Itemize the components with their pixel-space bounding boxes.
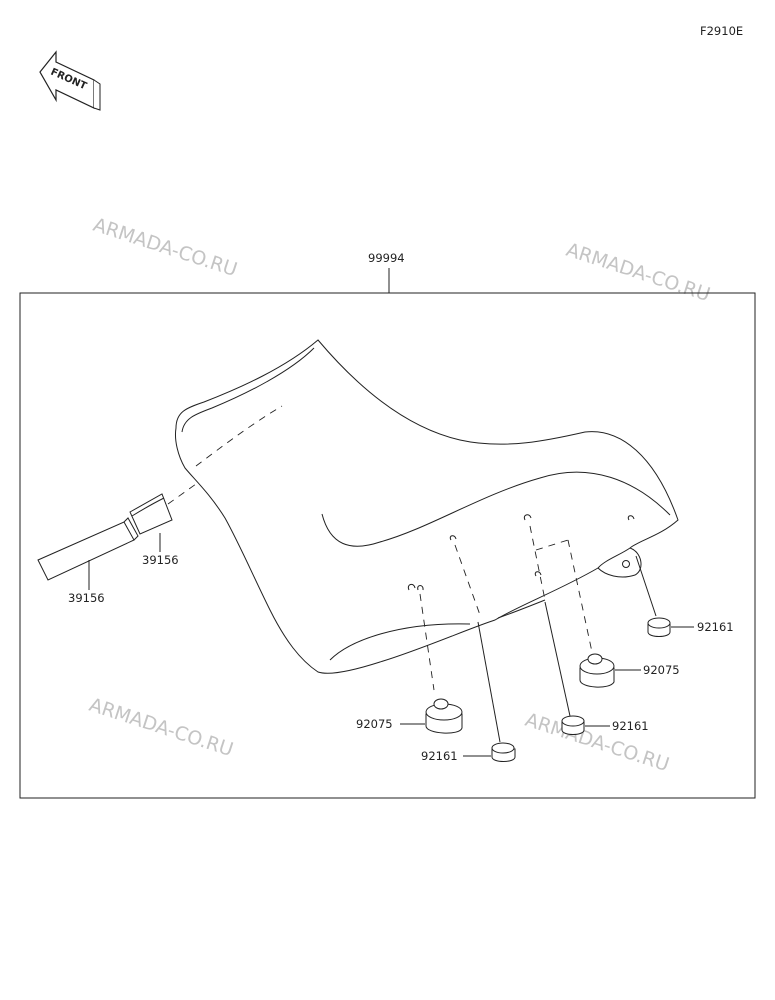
part-label-92075: 92075	[356, 717, 393, 731]
install-paths	[419, 525, 657, 743]
collar-mid-right	[561, 715, 585, 735]
part-label-99994: 99994	[368, 251, 405, 265]
collar-top-right	[647, 617, 671, 637]
front-arrow-icon: FRONT	[39, 50, 101, 111]
collar-bottom	[491, 742, 516, 762]
strap-small	[129, 493, 173, 535]
part-label-39156: 39156	[68, 591, 105, 605]
hook-markers	[407, 514, 635, 591]
assembly-frame	[19, 292, 756, 799]
part-label-92161: 92161	[697, 620, 734, 634]
part-label-92075: 92075	[643, 663, 680, 677]
part-label-39156: 39156	[142, 553, 179, 567]
part-label-92161: 92161	[421, 749, 458, 763]
watermark: ARMADA-CO.RU	[563, 239, 712, 306]
watermark: ARMADA-CO.RU	[522, 709, 671, 776]
watermark: ARMADA-CO.RU	[86, 694, 235, 761]
part-label-92161: 92161	[612, 719, 649, 733]
leader-line	[167, 483, 197, 505]
seat-cover	[175, 339, 679, 674]
damper-right	[579, 653, 615, 688]
damper-left	[425, 698, 463, 734]
strap-large	[37, 517, 139, 581]
diagram-code: F2910E	[700, 24, 743, 38]
watermark: ARMADA-CO.RU	[90, 214, 239, 281]
